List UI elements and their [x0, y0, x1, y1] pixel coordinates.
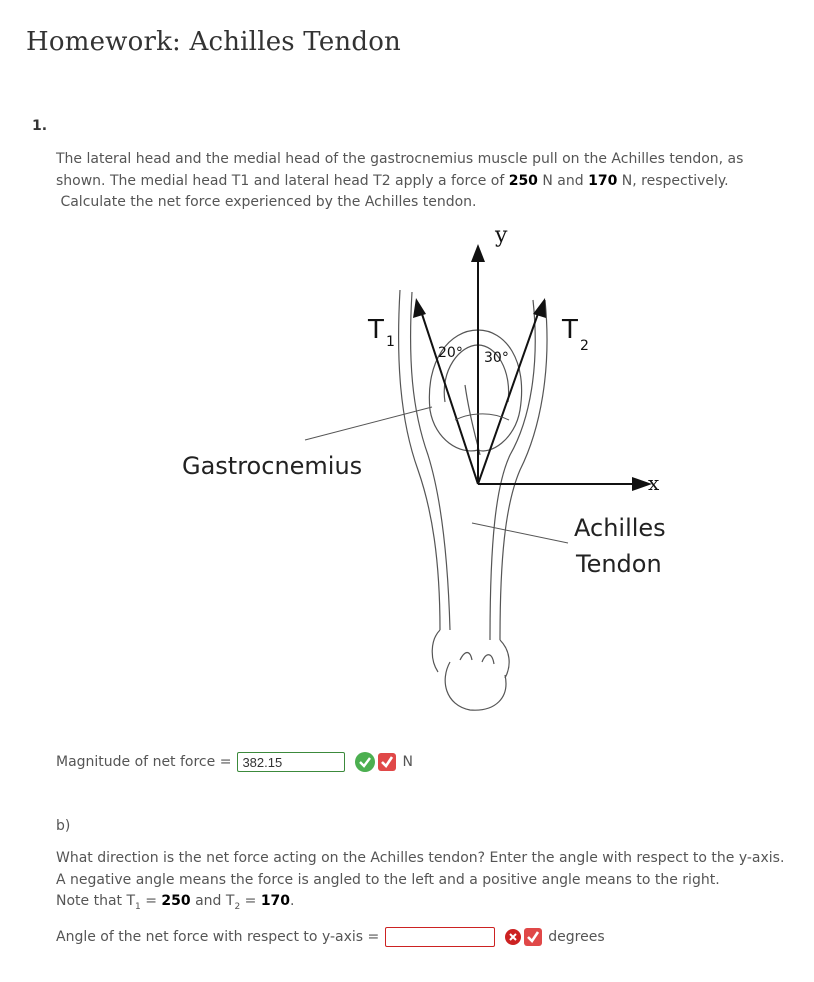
- x-circle-icon: [505, 929, 522, 945]
- t1-subscript: 1: [386, 334, 395, 350]
- angle-input[interactable]: [385, 927, 496, 947]
- angle-30-label: 30°: [484, 350, 509, 366]
- question-text: The lateral head and the medial head of …: [56, 151, 744, 210]
- part-a-label: Magnitude of net force =: [56, 754, 232, 770]
- t1-label: T: [367, 315, 384, 345]
- page-title: Homework: Achilles Tendon: [26, 27, 402, 58]
- gastrocnemius-label: Gastrocnemius: [182, 452, 362, 480]
- checkmark-icon: [381, 756, 394, 769]
- achilles-label: Achilles: [574, 514, 666, 542]
- part-b-text: What direction is the net force acting o…: [56, 850, 785, 912]
- t2-label: T: [561, 315, 578, 345]
- part-b-answer-label: Angle of the net force with respect to y…: [56, 929, 380, 945]
- x-axis-label: x: [648, 471, 660, 495]
- check-circle-icon: [355, 752, 376, 772]
- part-b-label: b): [56, 818, 71, 834]
- t2-subscript: 2: [580, 338, 589, 354]
- y-axis-label: y: [494, 223, 508, 248]
- part-b-answer-row: Angle of the net force with respect to y…: [56, 925, 605, 949]
- question-number: 1.: [32, 118, 48, 134]
- achilles-tendon-diagram: y x T 1 T 2 20° 30° Gastrocnemius Achill…: [182, 223, 666, 711]
- check-answer-button-b[interactable]: [524, 928, 543, 946]
- tendon-label: Tendon: [575, 550, 662, 578]
- part-a-answer-row: Magnitude of net force = N: [56, 749, 413, 775]
- net-force-input[interactable]: [237, 752, 346, 772]
- part-b-unit: degrees: [548, 929, 605, 945]
- force-value-2: 170: [588, 172, 618, 189]
- checkmark-icon: [527, 931, 540, 944]
- force-value-1: 250: [508, 172, 538, 189]
- part-a-unit: N: [402, 754, 413, 770]
- angle-20-label: 20°: [438, 345, 463, 361]
- check-answer-button[interactable]: [378, 753, 397, 771]
